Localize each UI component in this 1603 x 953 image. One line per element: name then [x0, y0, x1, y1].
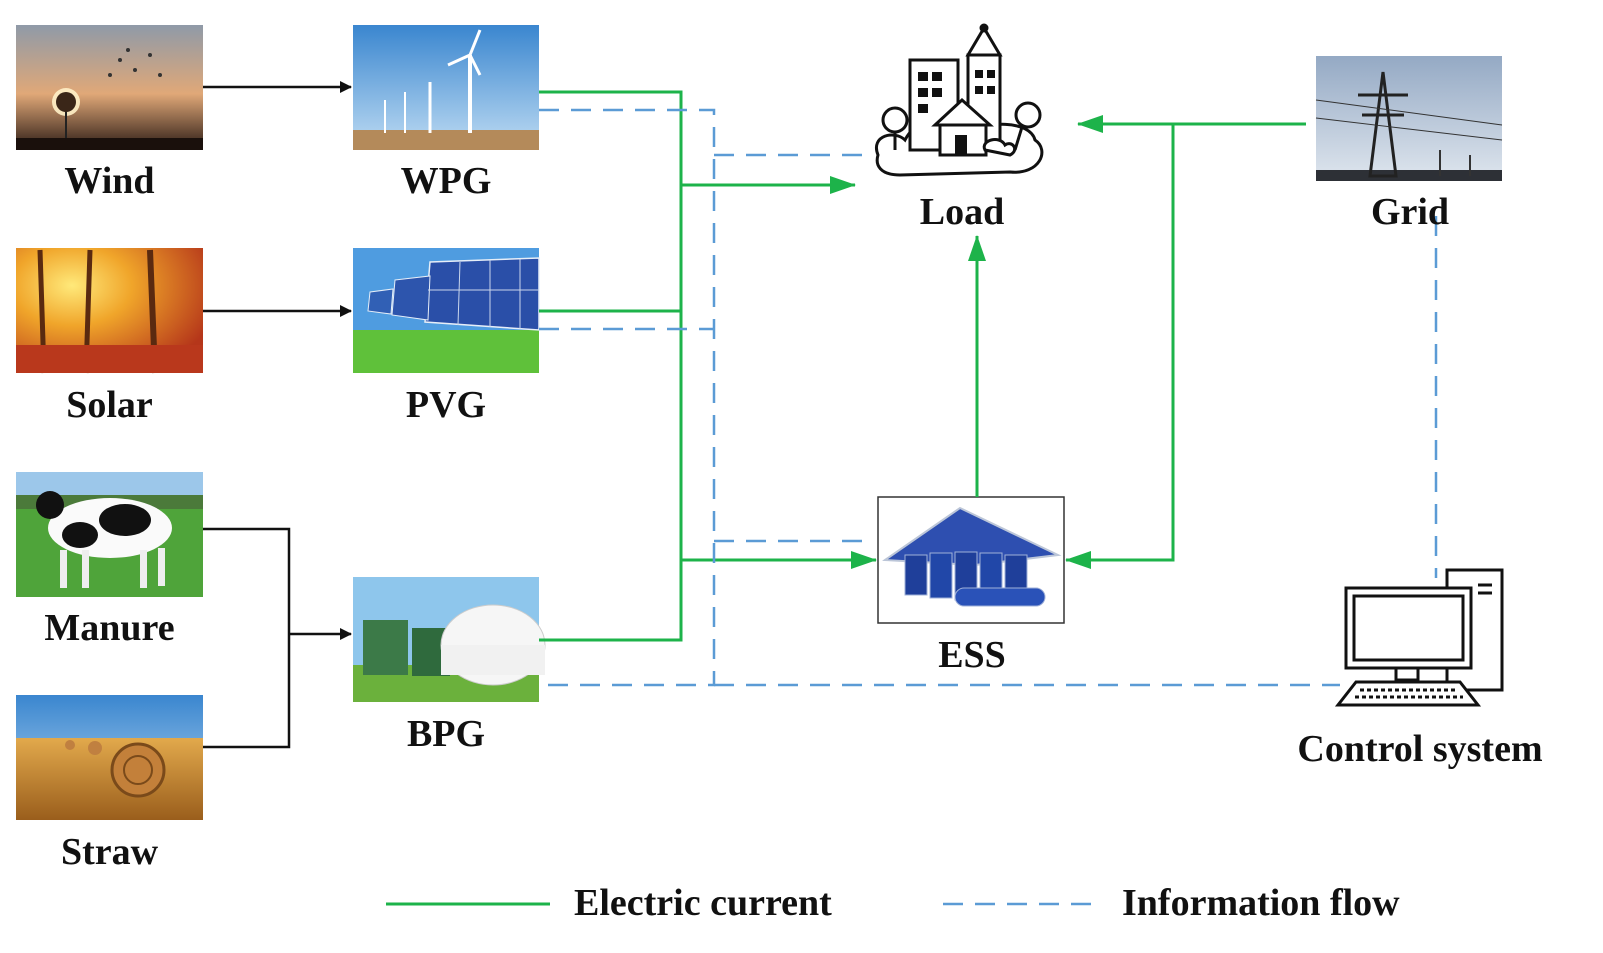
load-label: Load: [919, 191, 1005, 233]
wind-label: Wind: [64, 160, 155, 202]
city-icon: [874, 23, 1044, 177]
ess-image: [877, 496, 1065, 624]
solar-label: Solar: [66, 384, 153, 426]
electric-current-lines: [539, 90, 1306, 642]
manure-label: Manure: [44, 607, 175, 649]
ess-label: ESS: [938, 634, 1006, 676]
straw-label: Straw: [60, 831, 159, 873]
pvg-label: PVG: [405, 384, 487, 426]
solar-image: [16, 248, 203, 374]
legend-info-label: Information flow: [1122, 882, 1400, 924]
straw-image: [16, 695, 203, 820]
computer-icon: [1334, 568, 1504, 707]
pvg-image: [353, 248, 540, 373]
control-system-label: Control system: [1297, 728, 1543, 770]
grid-image: [1315, 56, 1503, 181]
legend-electric-label: Electric current: [574, 882, 832, 924]
bpg-label: BPG: [406, 713, 486, 755]
bpg-image: [353, 577, 546, 702]
information-flow-lines: [539, 108, 1438, 687]
grid-label: Grid: [1370, 191, 1450, 233]
wind-image: [16, 25, 203, 150]
biomass-bracket: [203, 527, 291, 749]
wpg-label: WPG: [400, 160, 492, 202]
manure-image: [16, 472, 203, 597]
wpg-image: [353, 25, 539, 150]
